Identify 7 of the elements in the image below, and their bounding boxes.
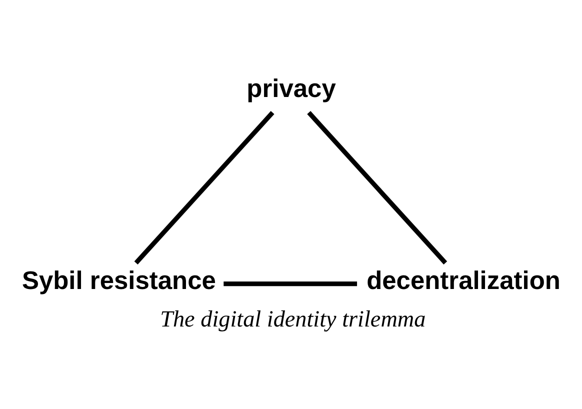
connector [307,110,448,264]
connector [224,280,358,286]
node-text: decentralization [366,266,560,295]
connector [134,110,274,264]
caption: The digital identity trilemma [160,306,426,332]
node-text: privacy [246,74,336,102]
node-text: Sybil resistance [22,266,216,295]
